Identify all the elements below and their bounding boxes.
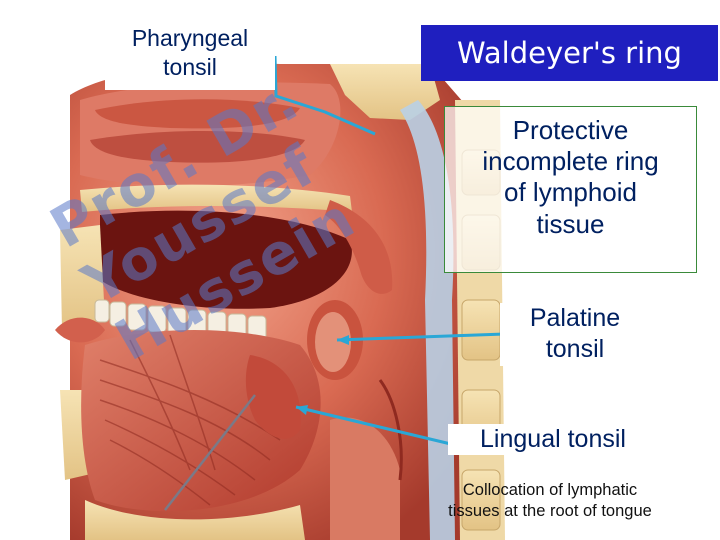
caption-text: Collocation of lymphatic tissues at the … xyxy=(448,481,652,521)
lingual-tonsil-pointer xyxy=(295,405,456,447)
description-box: Protective incomplete ring of lymphoid t… xyxy=(444,106,697,273)
pharyngeal-tonsil-pointer xyxy=(273,55,376,136)
palatine-tonsil-label: Palatine tonsil xyxy=(500,303,650,366)
pharyngeal-tonsil-label: Pharyngeal tonsil xyxy=(105,24,275,90)
protective-ring-text: Protective incomplete ring of lymphoid t… xyxy=(482,115,659,239)
lingual-tonsil-label: Lingual tonsil xyxy=(448,424,658,456)
title-banner: Waldeyer's ring xyxy=(421,25,718,81)
page-title: Waldeyer's ring xyxy=(457,36,682,70)
palatine-tonsil-pointer xyxy=(336,332,506,342)
